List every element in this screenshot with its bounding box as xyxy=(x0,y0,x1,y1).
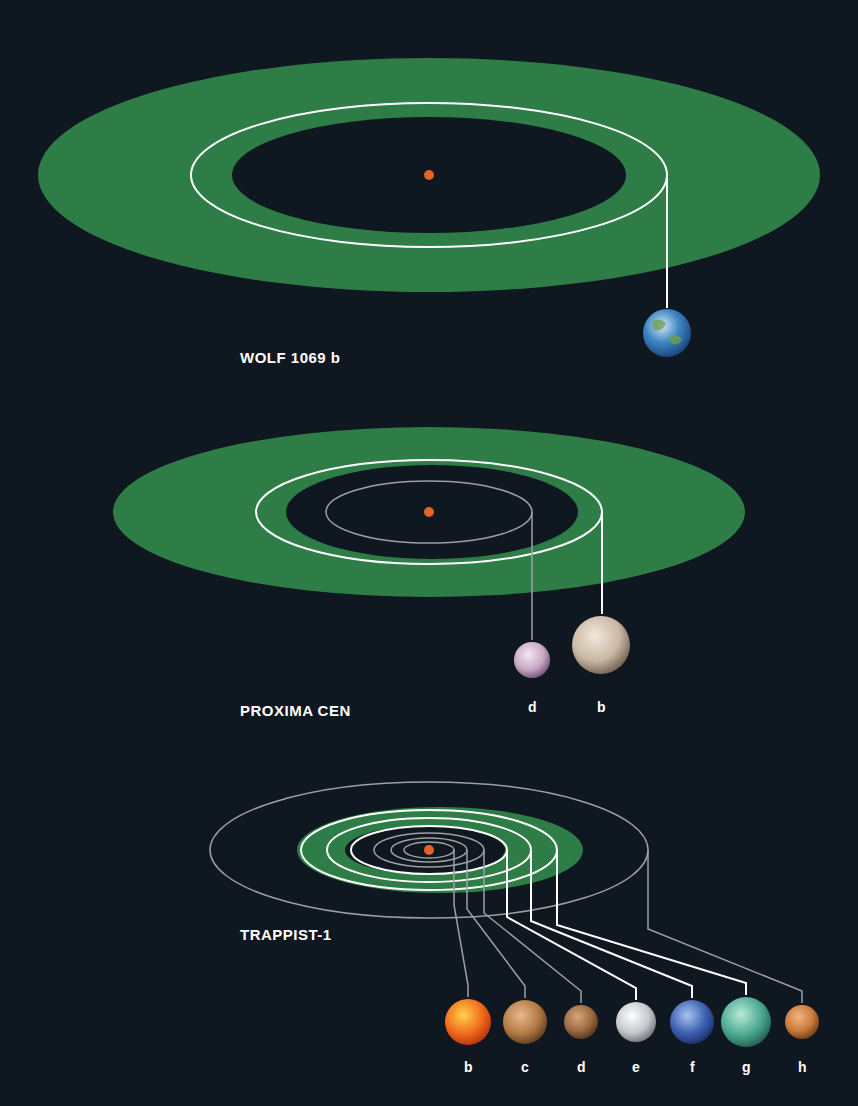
leader-line xyxy=(454,850,468,997)
planet xyxy=(785,1005,819,1039)
planet-land xyxy=(652,319,682,344)
orbit xyxy=(326,481,532,543)
planet-letter: g xyxy=(742,1060,751,1074)
star xyxy=(424,845,434,855)
planet xyxy=(503,1000,547,1044)
orbit xyxy=(256,460,602,564)
trappist-system xyxy=(210,782,819,1047)
inner-zone xyxy=(232,117,626,233)
planet-letter: d xyxy=(577,1060,586,1074)
system-name: WOLF 1069 b xyxy=(240,350,341,365)
leader-line xyxy=(666,175,668,308)
planet-letter: e xyxy=(632,1060,640,1074)
leader-line xyxy=(648,850,802,1003)
planet xyxy=(721,997,771,1047)
orbit xyxy=(210,782,648,918)
habitable-zone xyxy=(38,58,820,292)
orbit xyxy=(191,103,667,247)
planet-letter: c xyxy=(521,1060,529,1074)
planet xyxy=(616,1002,656,1042)
leader-line xyxy=(557,850,746,995)
inner-zone xyxy=(286,465,578,559)
planet xyxy=(643,309,691,357)
planet-letter: b xyxy=(464,1060,473,1074)
leader-line xyxy=(484,850,581,1003)
leader-line xyxy=(467,850,525,998)
orbit xyxy=(301,810,557,890)
planet-letter: b xyxy=(597,700,606,714)
orbit xyxy=(327,818,531,882)
planet xyxy=(514,642,550,678)
planet xyxy=(445,999,491,1045)
inner-zone xyxy=(345,826,505,874)
orbit xyxy=(404,842,454,858)
wolf-system xyxy=(38,58,820,357)
habitable-zone xyxy=(113,427,745,597)
system-name: PROXIMA CEN xyxy=(240,703,351,718)
leader-line xyxy=(601,512,603,614)
orbit xyxy=(391,838,467,862)
proxima-system xyxy=(113,427,745,678)
planet xyxy=(572,616,630,674)
star xyxy=(424,170,434,180)
planet xyxy=(564,1005,598,1039)
habitable-zone xyxy=(297,807,583,893)
planet-letter: f xyxy=(690,1060,695,1074)
leader-line xyxy=(531,512,533,640)
planet-letter: d xyxy=(528,700,537,714)
system-name: TRAPPIST-1 xyxy=(240,927,332,942)
leader-line xyxy=(531,850,692,998)
planet-letter: h xyxy=(798,1060,807,1074)
star xyxy=(424,507,434,517)
planet xyxy=(670,1000,714,1044)
leader-line xyxy=(507,850,636,1000)
